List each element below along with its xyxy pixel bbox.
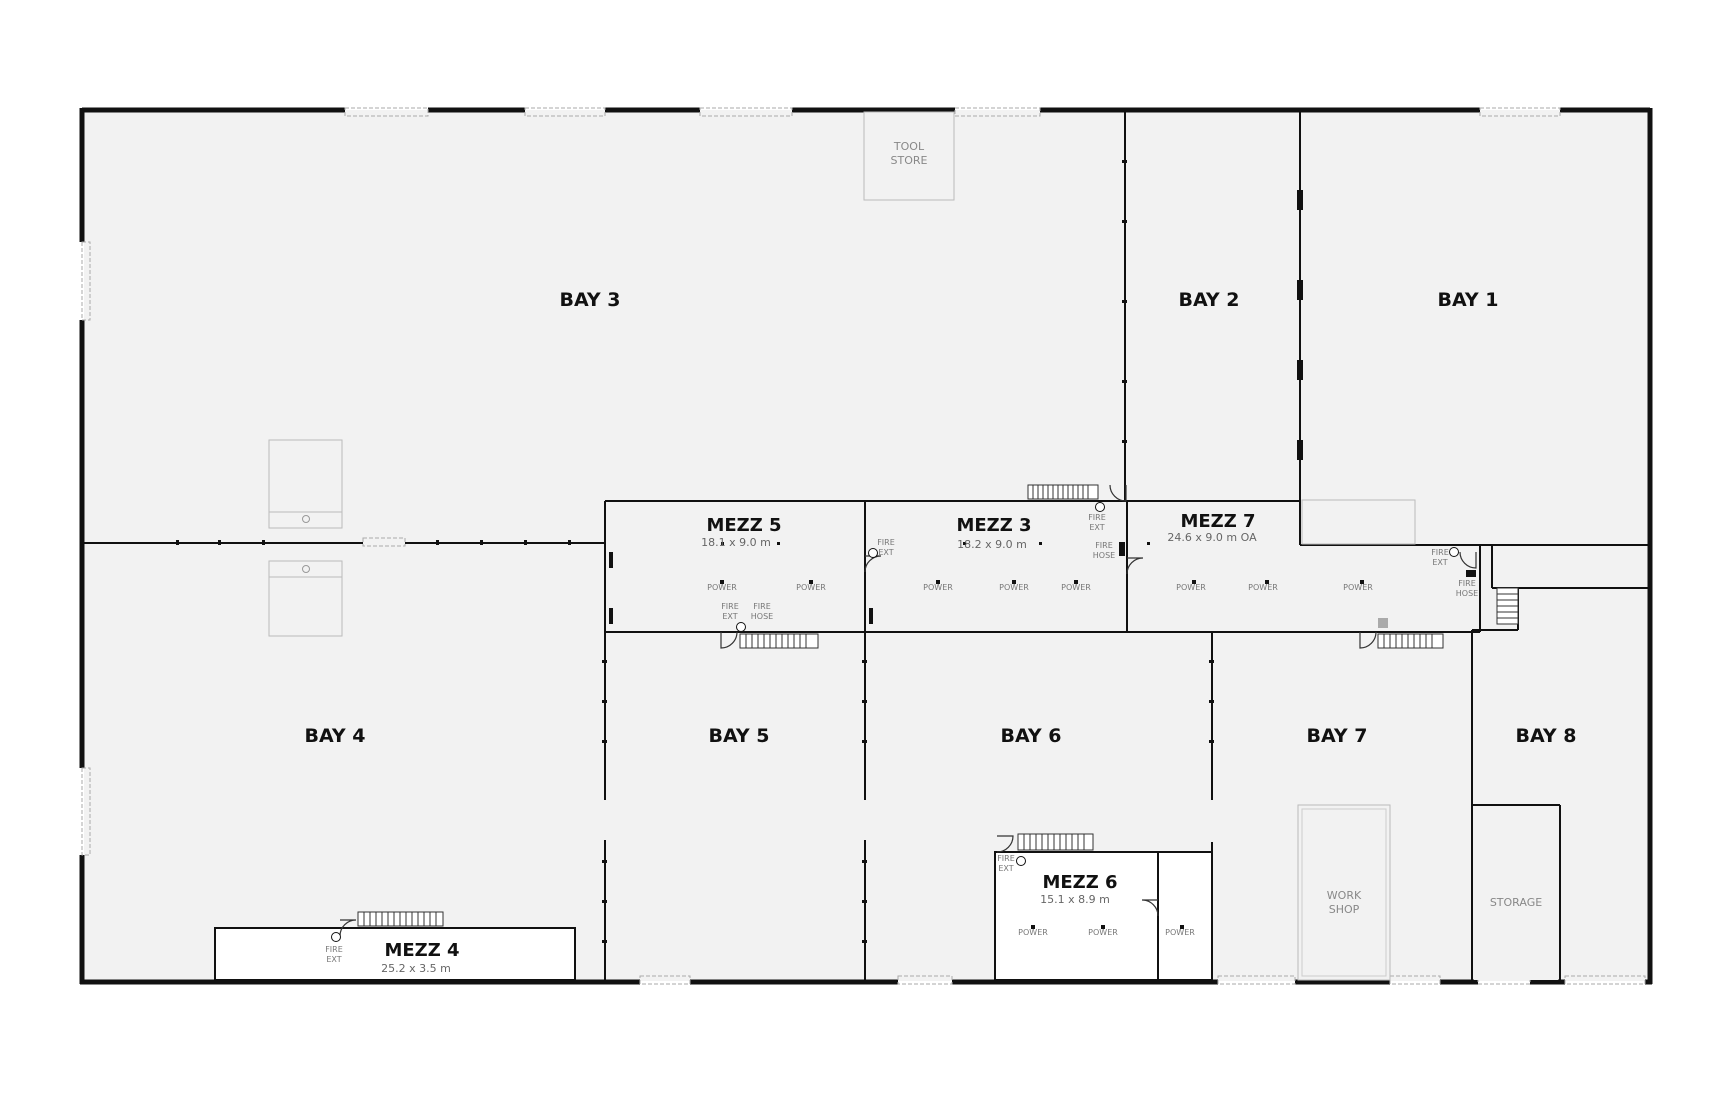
tool-store-label-2: STORE [891,154,928,167]
power-label: POWER [999,583,1029,592]
power-label: POWER [1061,583,1091,592]
fire-ext-icon [868,548,878,558]
stair-treads [363,485,1518,926]
roller-doors [81,107,1646,985]
fire-ext-icon [736,622,746,632]
fire-extinguisher-icons [331,502,1459,942]
bay1-inner-box [1301,499,1416,545]
mezz4-dims: 25.2 x 3.5 m [381,962,451,975]
power-label: POWER [1165,928,1195,937]
svg-text:HOSE: HOSE [1456,589,1478,598]
power-label: POWER [796,583,826,592]
svg-text:EXT: EXT [1089,523,1104,532]
svg-text:EXT: EXT [878,548,893,557]
mezz5-dims: 18.1 x 9.0 m [701,536,771,549]
fire-ext-icon [1016,856,1026,866]
svg-text:FIRE: FIRE [1088,513,1106,522]
power-label: POWER [1176,583,1206,592]
hatch-bay3 [268,439,343,529]
mezz7-label: MEZZ 7 [1180,511,1255,532]
column-markers [176,160,1476,943]
svg-text:FIRE: FIRE [1095,541,1113,550]
tool-store-box [863,111,955,201]
power-label: POWER [1088,928,1118,937]
svg-text:FIRE: FIRE [877,538,895,547]
bay4-label: BAY 4 [305,725,366,747]
mezz4-outline [214,927,576,981]
storage-box [1474,808,1558,980]
power-label: POWER [923,583,953,592]
svg-text:FIRE: FIRE [997,854,1015,863]
mezz4-label: MEZZ 4 [384,940,459,961]
svg-text:FIRE: FIRE [1458,579,1476,588]
mezz6-outline [994,851,1213,981]
svg-text:EXT: EXT [326,955,341,964]
outer-walls [79,107,1653,985]
power-label: POWER [707,583,737,592]
power-label: POWER [1343,583,1373,592]
svg-text:FIRE: FIRE [325,945,343,954]
bay3-label: BAY 3 [560,289,621,311]
mezz6-label: MEZZ 6 [1042,872,1117,893]
svg-text:HOSE: HOSE [751,612,773,621]
power-labels: POWER POWER POWER POWER POWER POWER POWE… [707,583,1373,937]
hatch-bay4 [268,560,343,637]
bay2-label: BAY 2 [1179,289,1240,311]
mezzanine-walls [604,500,1481,633]
mezz3-dims: 18.2 x 9.0 m [957,538,1027,551]
mezz6-dims: 15.1 x 8.9 m [1040,893,1110,906]
svg-text:FIRE: FIRE [721,602,739,611]
fire-ext-icon [1095,502,1105,512]
mezz7-dims: 24.6 x 9.0 m OA [1167,531,1257,544]
mezz3-label: MEZZ 3 [956,515,1031,536]
bay1-label: BAY 1 [1438,289,1499,311]
storage-label: STORAGE [1490,896,1542,909]
bay5-label: BAY 5 [709,725,770,747]
tool-store-label: TOOL [893,140,925,153]
mezz5-label: MEZZ 5 [706,515,781,536]
fire-hose-labels: FIRE HOSE FIRE HOSE FIRE HOSE [751,541,1478,621]
work-shop-label-2: SHOP [1329,903,1360,916]
fire-ext-labels: FIRE EXT FIRE EXT FIRE EXT FIRE EXT FIRE… [325,513,1449,964]
power-label: POWER [1018,928,1048,937]
door-swings [339,484,1477,937]
work-shop-label: WORK [1327,889,1362,902]
bay8-label: BAY 8 [1516,725,1577,747]
svg-text:EXT: EXT [722,612,737,621]
svg-text:FIRE: FIRE [1431,548,1449,557]
bay7-label: BAY 7 [1307,725,1368,747]
svg-text:HOSE: HOSE [1093,551,1115,560]
svg-text:FIRE: FIRE [753,602,771,611]
svg-text:EXT: EXT [1432,558,1447,567]
svg-text:EXT: EXT [998,864,1013,873]
fire-ext-icon [1449,547,1459,557]
workshop-box [1297,804,1391,981]
bay6-label: BAY 6 [1001,725,1062,747]
fire-ext-icon [331,932,341,942]
power-label: POWER [1248,583,1278,592]
